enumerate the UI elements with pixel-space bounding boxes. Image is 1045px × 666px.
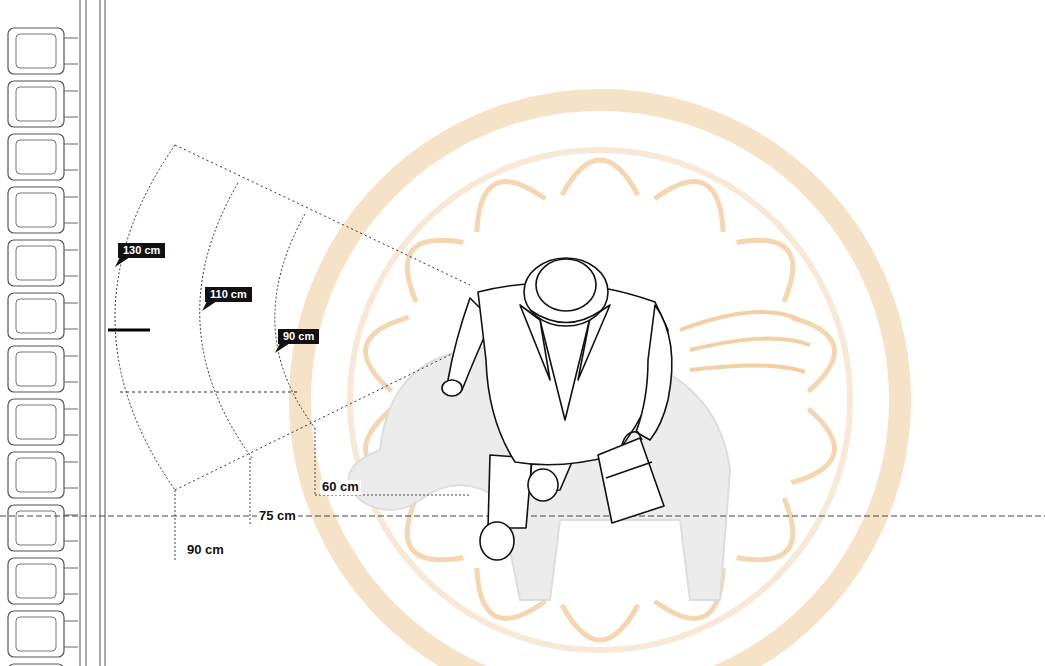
watermark-petal (791, 310, 842, 392)
wall-line (80, 0, 81, 666)
seat (8, 187, 78, 233)
seat (8, 346, 78, 392)
dimension-label: 90 cm (185, 543, 226, 558)
seat (8, 81, 78, 127)
watermark-petal (562, 160, 638, 195)
seat (8, 399, 78, 445)
watermark-petal (737, 221, 812, 302)
seat (8, 293, 78, 339)
watermark-petal (737, 498, 812, 579)
dimension-label: 75 cm (257, 509, 298, 524)
seat (8, 558, 78, 604)
wall-line (105, 0, 106, 666)
viewing-cone (108, 145, 470, 490)
wall-line (86, 0, 87, 666)
seat (8, 505, 78, 551)
seat (8, 28, 78, 74)
watermark-petal (389, 498, 464, 579)
distance-tag: 110 cm (205, 287, 252, 302)
tag-pointer (275, 343, 290, 353)
dimension-label: 60 cm (320, 480, 361, 495)
seat (8, 240, 78, 286)
seat (8, 611, 78, 657)
watermark-rays (680, 312, 810, 372)
seat (8, 134, 78, 180)
tag-pointer (202, 301, 217, 311)
man-figure (442, 258, 672, 560)
watermark-petal (791, 409, 842, 491)
wall-line (100, 0, 101, 666)
watermark-petal (562, 605, 638, 640)
watermark (300, 100, 900, 666)
tag-pointer (115, 257, 130, 267)
watermark-petal (462, 167, 546, 232)
seat (8, 664, 78, 666)
seat-row (8, 28, 78, 666)
distance-tag: 130 cm (118, 243, 165, 258)
distance-tag: 90 cm (278, 329, 319, 344)
seat (8, 452, 78, 498)
watermark-petal (389, 221, 464, 302)
watermark-petal (655, 167, 739, 232)
